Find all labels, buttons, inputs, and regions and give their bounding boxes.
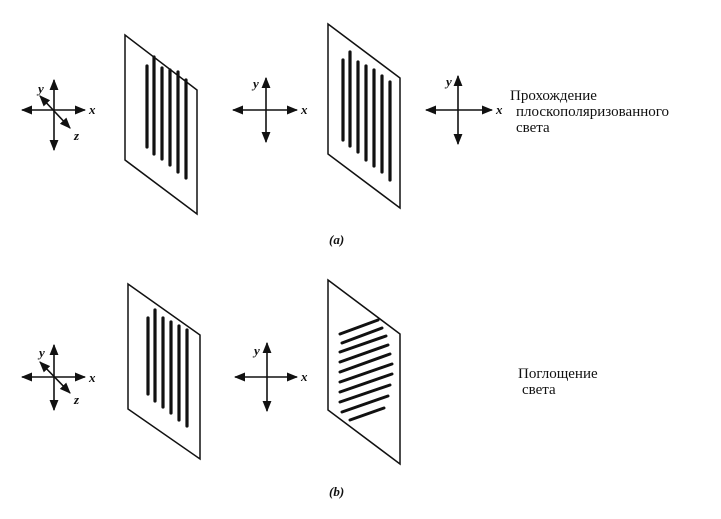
- axes-xy-a-right: y x: [424, 74, 503, 146]
- axis-label-x: x: [495, 102, 503, 117]
- axis-label-x: x: [300, 102, 308, 117]
- axis-label-y: y: [444, 74, 452, 89]
- axis-label-y: y: [37, 345, 45, 360]
- axis-label-x: x: [88, 370, 96, 385]
- caption-a-line-2: плоскополяризованного: [516, 104, 670, 120]
- caption-a-line-3: света: [516, 120, 550, 136]
- polarizer-vertical: [124, 33, 198, 216]
- axis-label-z: z: [73, 392, 80, 407]
- axes-xyz-b: y x z: [20, 343, 96, 412]
- axis-label-x: x: [88, 102, 96, 117]
- panel-b: y x z y x: [20, 278, 401, 466]
- caption-b: Поглощение света: [518, 366, 598, 398]
- panel-label-a: (a): [329, 232, 345, 247]
- axes-xyz-a: y x z: [20, 78, 96, 152]
- axis-label-x: x: [300, 369, 308, 384]
- polarizer-vertical: [327, 22, 401, 210]
- axis-label-y: y: [252, 343, 260, 358]
- polarizer-horizontal: [327, 278, 401, 466]
- axis-label-y: y: [251, 76, 259, 91]
- panel-label-b: (b): [329, 484, 345, 499]
- caption-a-line-1: Прохождение: [510, 88, 597, 104]
- panel-a: y x z y x: [20, 22, 503, 216]
- axes-xy-b-middle: y x: [233, 341, 308, 413]
- caption-b-line-1: Поглощение: [518, 366, 598, 382]
- caption-b-line-2: света: [522, 382, 556, 398]
- axis-label-y: y: [36, 81, 44, 96]
- axis-label-z: z: [73, 128, 80, 143]
- polarizer-vertical: [127, 282, 201, 461]
- axes-xy-a-middle: y x: [231, 76, 308, 144]
- caption-a: Прохождение плоскополяризованного света: [510, 88, 669, 136]
